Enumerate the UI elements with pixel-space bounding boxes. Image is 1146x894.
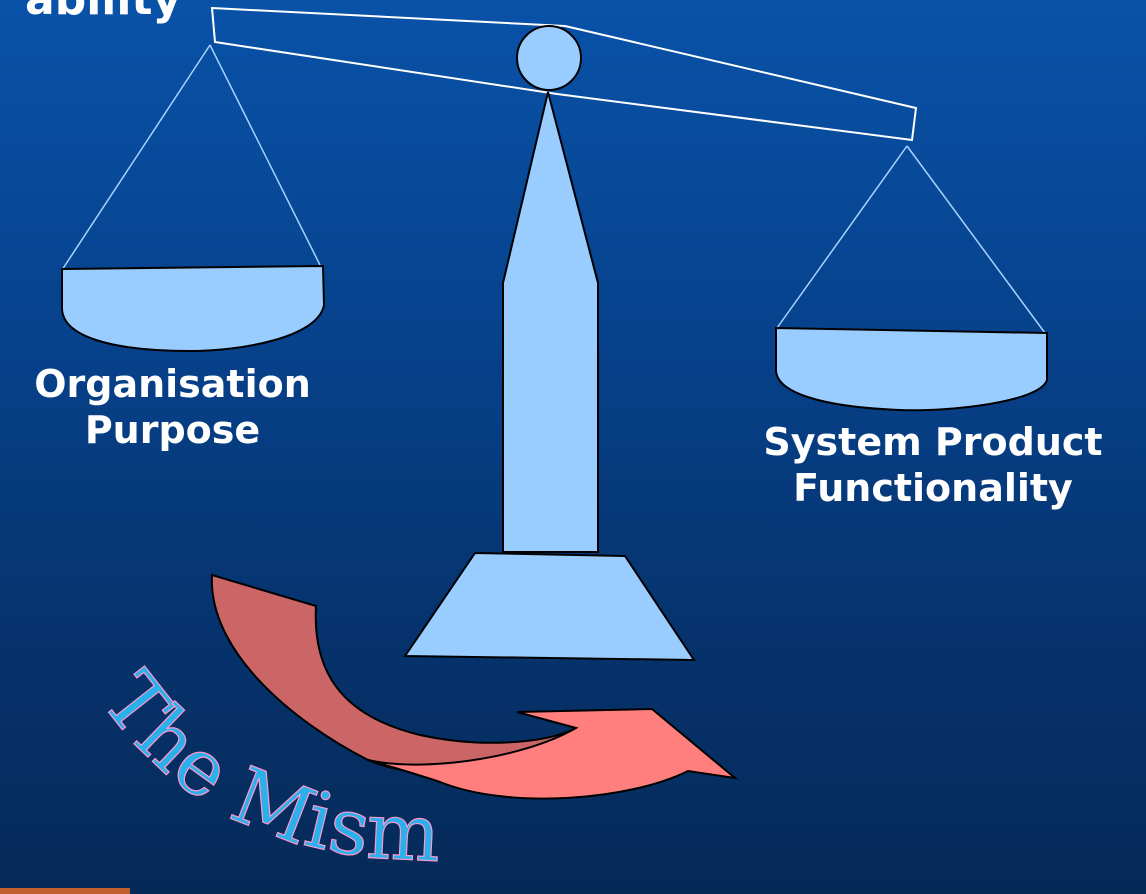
left-pan	[61, 264, 326, 353]
system-product-functionality-label: System Product Functionality	[720, 420, 1146, 511]
left-pan-string	[209, 44, 321, 266]
left-pan-string	[61, 44, 211, 271]
left-pan-label-line-1: Organisation	[34, 362, 311, 406]
mismatch-arrow-head	[367, 707, 739, 800]
right-pan	[775, 326, 1048, 412]
corner-accent-tab	[0, 888, 130, 894]
scale-pivot	[516, 25, 582, 91]
right-pan-string	[906, 145, 1046, 334]
right-pan-label-line-2: Functionality	[793, 465, 1073, 510]
left-pan-label-line-2: Purpose	[84, 407, 261, 452]
slide-title-fragment: ability	[25, 0, 181, 25]
scale-beam	[210, 6, 918, 142]
organisation-purpose-label: Organisation Purpose	[0, 362, 345, 453]
right-pan-string	[776, 145, 908, 329]
right-pan-label-line-1: System Product	[763, 420, 1103, 464]
scale-base	[403, 551, 696, 662]
scale-column	[502, 91, 599, 553]
